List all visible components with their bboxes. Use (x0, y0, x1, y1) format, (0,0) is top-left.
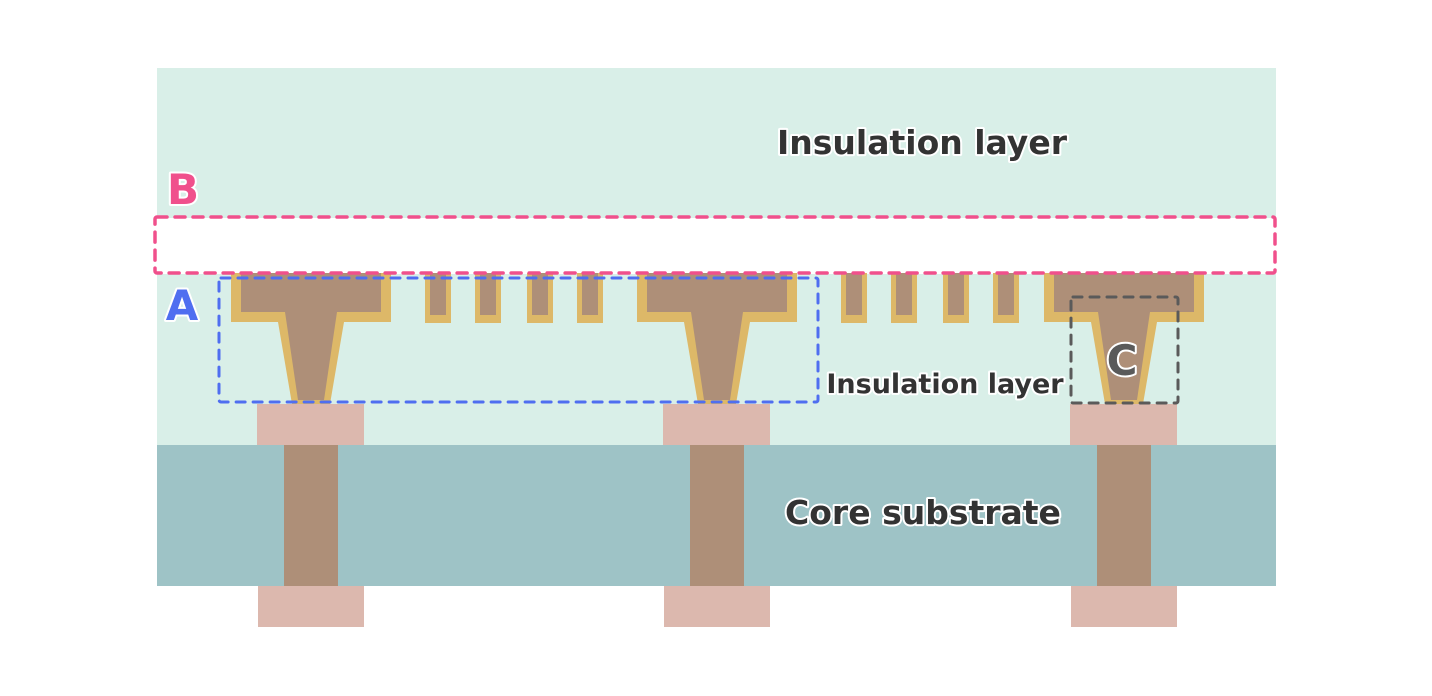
trace-copper (896, 273, 912, 315)
bottom-pad (258, 586, 364, 627)
mid-insulation-label: Insulation layer (826, 369, 1064, 400)
fine-trace (993, 273, 1019, 323)
trace-copper (430, 273, 446, 315)
fine-trace (841, 273, 867, 323)
top-pad (663, 404, 770, 445)
trace-copper (948, 273, 964, 315)
region-b-band (157, 218, 1276, 274)
top-pad (257, 404, 364, 445)
top-insulation-label: Insulation layer (777, 123, 1068, 162)
via-3 (1044, 273, 1204, 627)
trace-copper (998, 273, 1014, 315)
vias-group (231, 273, 1204, 627)
region-a-box (217, 276, 820, 404)
fine-trace (577, 273, 603, 323)
trace-copper (532, 273, 548, 315)
via-1 (231, 273, 391, 627)
through-hole-copper (690, 445, 744, 586)
fine-trace (475, 273, 501, 323)
region-a-letter: A (166, 281, 199, 330)
trace-copper (846, 273, 862, 315)
core-substrate-label: Core substrate (785, 493, 1061, 532)
via-copper (241, 273, 381, 400)
through-hole-copper (284, 445, 338, 586)
bottom-pad (664, 586, 770, 627)
region-b-letter: B (167, 165, 199, 214)
region-b-box (153, 215, 1277, 275)
bottom-pad (1071, 586, 1177, 627)
fine-trace (891, 273, 917, 323)
top-pad (1070, 404, 1177, 445)
trace-copper (582, 273, 598, 315)
through-hole-copper (1097, 445, 1151, 586)
trace-copper (480, 273, 496, 315)
region-c-box (1069, 295, 1180, 405)
region-c-letter: C (1107, 336, 1138, 385)
fine-traces-group (425, 273, 1019, 323)
via-copper (1054, 273, 1194, 400)
fine-trace (527, 273, 553, 323)
fine-trace (425, 273, 451, 323)
via-copper (647, 273, 787, 400)
via-2 (637, 273, 797, 627)
fine-trace (943, 273, 969, 323)
